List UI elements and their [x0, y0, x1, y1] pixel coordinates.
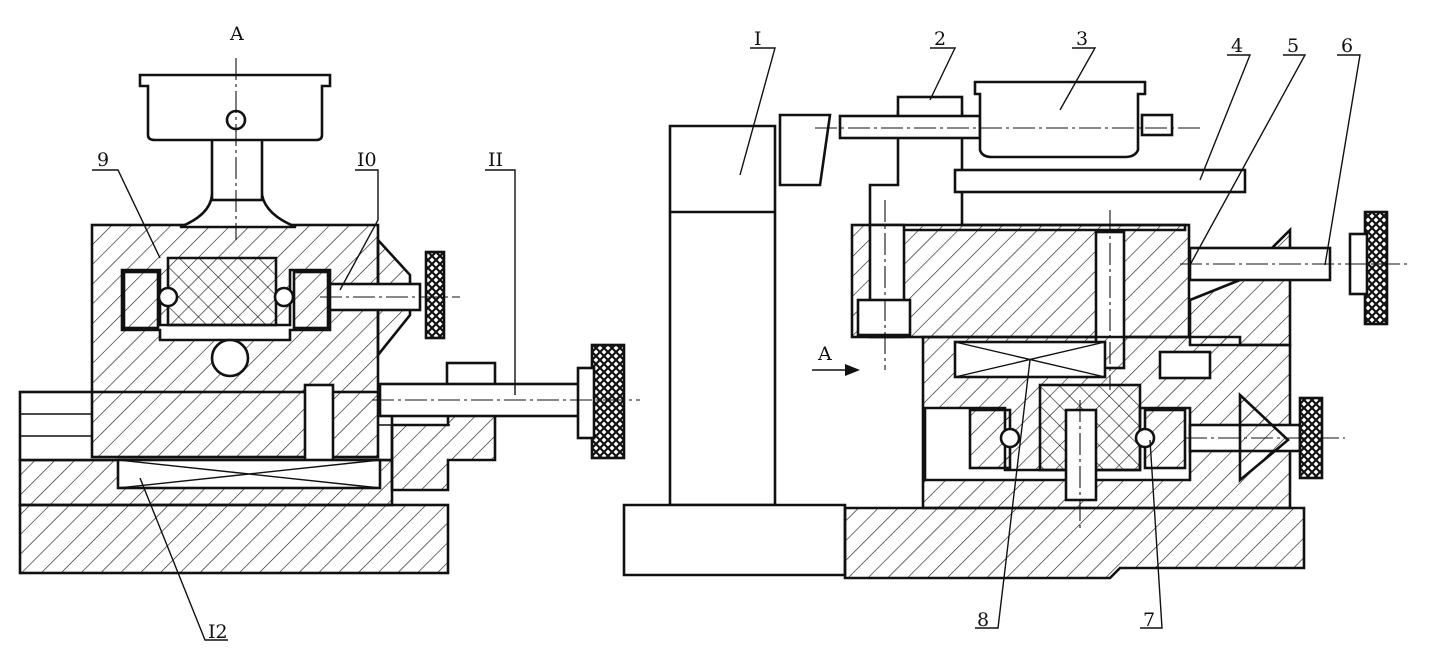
label-7: 7 [1143, 609, 1155, 631]
left-base-plate [18, 503, 450, 575]
label-1: I [754, 28, 762, 50]
column-bracket [778, 113, 832, 187]
locating-pin-7 [1064, 408, 1098, 502]
slide-block-5 [850, 223, 1191, 339]
column-i [668, 124, 777, 507]
left-ball-10 [273, 286, 295, 308]
dial-gauge-3 [973, 80, 1147, 159]
label-8: 8 [977, 609, 989, 631]
label-4: 4 [1231, 35, 1243, 57]
label-arrow-a: A [817, 343, 832, 365]
callout-labels: A 9 I0 II I2 I 2 3 4 5 6 7 8 A [97, 23, 1353, 643]
label-9: 9 [97, 149, 109, 171]
label-11: II [488, 149, 503, 171]
right-base [622, 503, 847, 577]
left-knob-ii[interactable] [590, 343, 626, 460]
left-dial-gauge [138, 73, 332, 142]
left-center-ball [210, 338, 250, 378]
label-12: I2 [208, 621, 228, 643]
label-6: 6 [1341, 35, 1353, 57]
label-5: 5 [1287, 35, 1299, 57]
left-ball-9 [157, 286, 179, 308]
knob-6[interactable] [1363, 210, 1389, 326]
left-slide-block [166, 256, 278, 327]
label-view-a: A [229, 23, 244, 45]
left-knob-10[interactable] [424, 250, 446, 340]
label-10: I0 [357, 149, 377, 171]
label-2: 2 [934, 28, 946, 50]
guide-rod-4 [953, 168, 1247, 194]
label-3: 3 [1076, 28, 1088, 50]
right-view-front [622, 47, 1410, 629]
left-view-section-a [18, 58, 640, 641]
right-base-hatched [843, 506, 1306, 580]
